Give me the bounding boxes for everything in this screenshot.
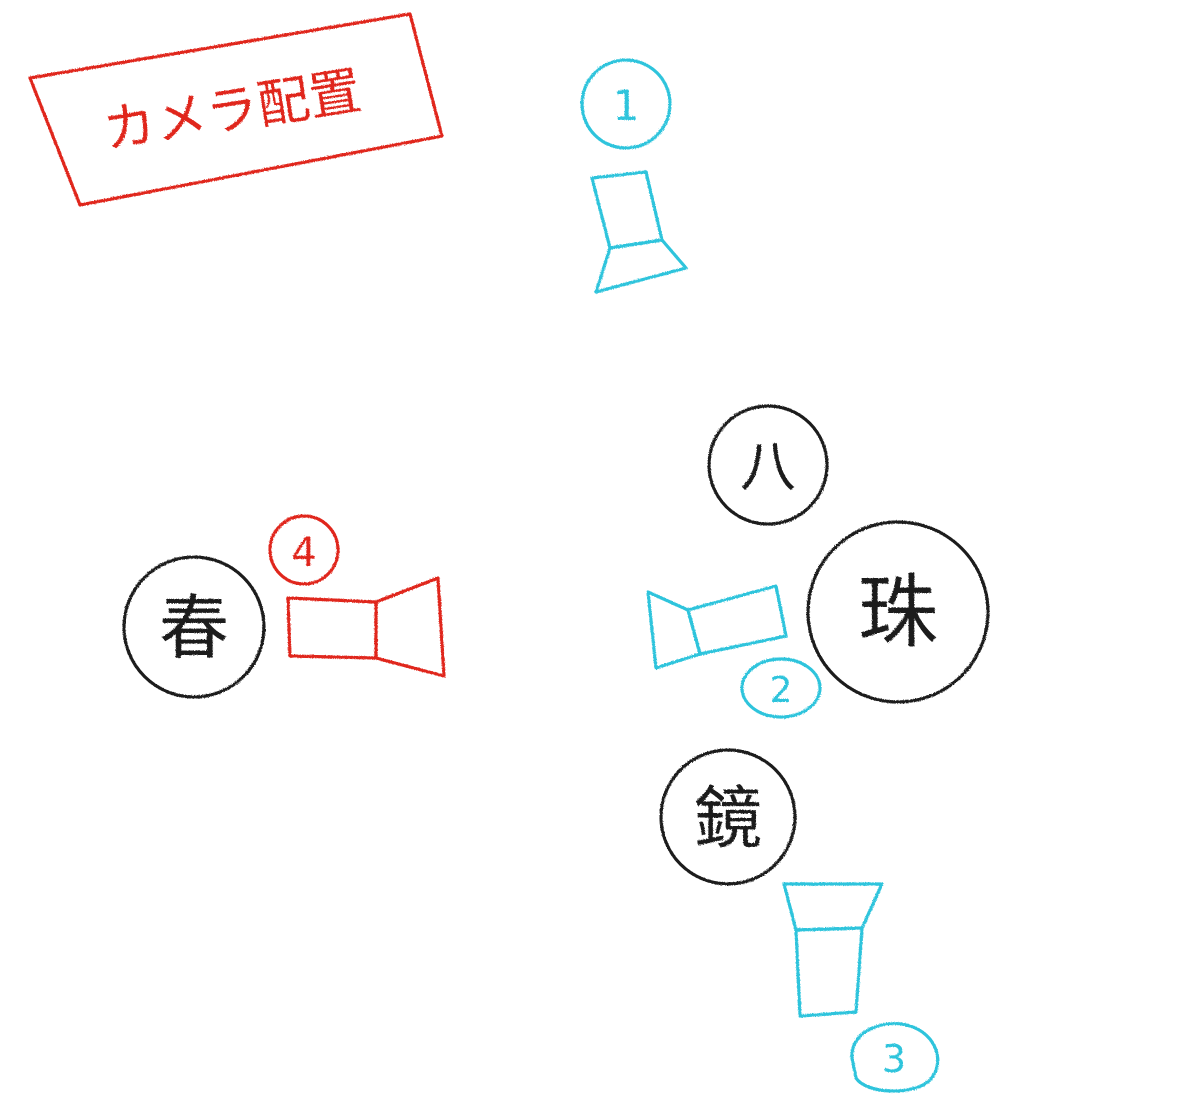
camera-1-number: 1	[613, 81, 640, 130]
camera-2-body	[686, 584, 788, 656]
title-text: カメラ配置	[99, 61, 365, 161]
camera-3-number: 3	[882, 1037, 906, 1081]
camera-1: 1	[580, 58, 688, 294]
person-shu-label: 珠	[858, 566, 938, 659]
camera-4: 4	[268, 514, 446, 678]
camera-3-body	[794, 926, 864, 1018]
camera-2-number: 2	[770, 670, 793, 711]
person-haru: 春	[122, 555, 266, 699]
camera-4-body	[286, 596, 378, 660]
camera-1-lens	[594, 238, 688, 294]
camera-3: 3	[782, 882, 940, 1093]
camera-2: 2	[646, 584, 822, 719]
camera-4-number: 4	[291, 530, 316, 576]
camera-1-body	[590, 170, 664, 250]
person-hachi-label: 八	[740, 435, 796, 500]
person-haru-label: 春	[159, 587, 229, 669]
person-shu: 珠	[806, 520, 990, 704]
camera-3-lens	[782, 882, 884, 932]
person-kyo-label: 鏡	[694, 780, 762, 859]
person-kyo: 鏡	[659, 748, 797, 886]
title-stamp: カメラ配置	[28, 12, 444, 207]
camera-2-lens	[646, 590, 702, 670]
camera-4-lens	[374, 576, 446, 678]
person-hachi: 八	[707, 404, 829, 526]
